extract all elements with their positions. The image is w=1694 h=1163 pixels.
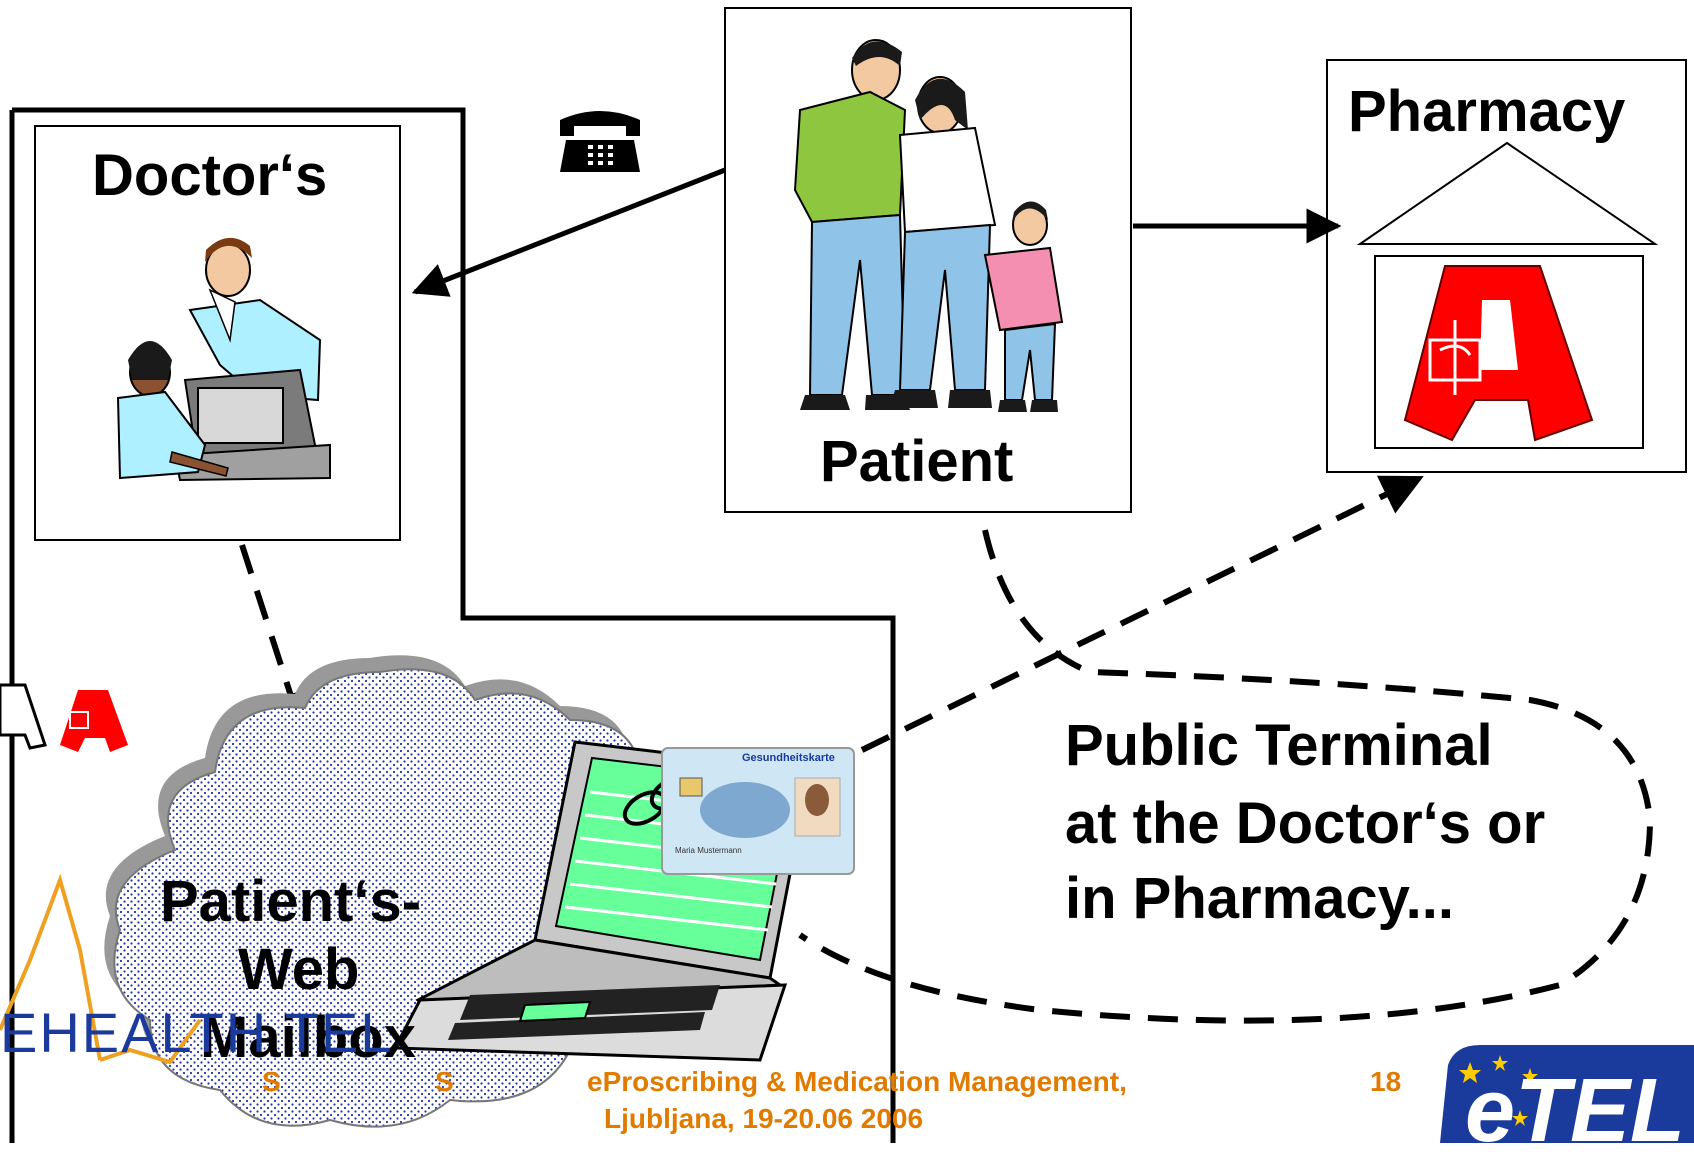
right-logo [1440,1045,1694,1143]
doctors-illustration [116,237,331,482]
arrow-patient-to-doctor [411,167,726,297]
mailbox-label-line1: Patient‘s- [160,869,422,934]
doctor-title: Doctor‘s [92,143,328,208]
left-logo-text: EHEALTH TEL [0,1001,394,1064]
public-terminal-line3: in Pharmacy... [1065,866,1454,931]
pharmacy-title: Pharmacy [1348,79,1626,144]
health-card [661,747,855,875]
mailbox-label-line2: Web [238,937,360,1002]
practice-outline [9,107,896,1143]
footer-title: eProscribing & Medication Management, [587,1066,1127,1097]
phone-icon [560,111,640,172]
footer-subtitle: Ljubljana, 19-20.06 2006 [604,1103,924,1134]
pharmacy-roof [1356,141,1659,245]
left-logo [0,873,202,1065]
public-terminal-bubble [798,529,1654,1024]
pharmacy-a-icon [1403,265,1594,442]
public-terminal-line2: at the Doctor‘s or [1065,791,1546,856]
footer-fragment-2: S [435,1066,454,1097]
card-name: Maria Mustermann [675,846,742,855]
right-logo-text: eTEL [1465,1061,1686,1161]
patient-family-illustration [793,39,1064,412]
footer-page-number: 18 [1370,1066,1402,1097]
arrow-terminal-to-pharmacy [860,475,1424,753]
small-pharmacy-a-icon [0,683,128,752]
footer-fragment-1: S [262,1066,281,1097]
public-terminal-line1: Public Terminal [1065,713,1493,778]
mailbox-label-line3: Mailbox [200,1005,416,1070]
card-title: Gesundheitskarte [742,752,835,764]
patient-title: Patient [820,429,1014,494]
